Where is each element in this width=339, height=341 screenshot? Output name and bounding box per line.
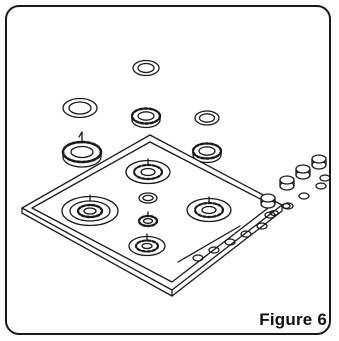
loose-cap-top: [132, 59, 160, 77]
control-knob: [311, 154, 327, 190]
loose-ring-large: [62, 97, 98, 119]
hob-burner-back: [125, 158, 171, 185]
burner-crown-middle: [130, 107, 162, 129]
hob-burner-center-small: [138, 192, 158, 204]
control-knob: [295, 164, 311, 200]
knob-holes: [192, 222, 268, 262]
hob-burner-center-auxiliary: [137, 211, 159, 228]
figure-caption: Figure 6: [259, 310, 327, 329]
burner-stand-left: [61, 131, 103, 168]
loose-ring-small: [194, 110, 220, 126]
burner-stand-right: [191, 142, 223, 164]
control-knob: [279, 175, 295, 210]
hob-burner-front: [128, 233, 166, 257]
hob-burner-right: [186, 196, 232, 223]
control-knob: [260, 193, 276, 219]
control-knob: [319, 174, 331, 182]
knob-spindle: [269, 202, 291, 217]
hob-burner-left-large: [61, 194, 119, 227]
